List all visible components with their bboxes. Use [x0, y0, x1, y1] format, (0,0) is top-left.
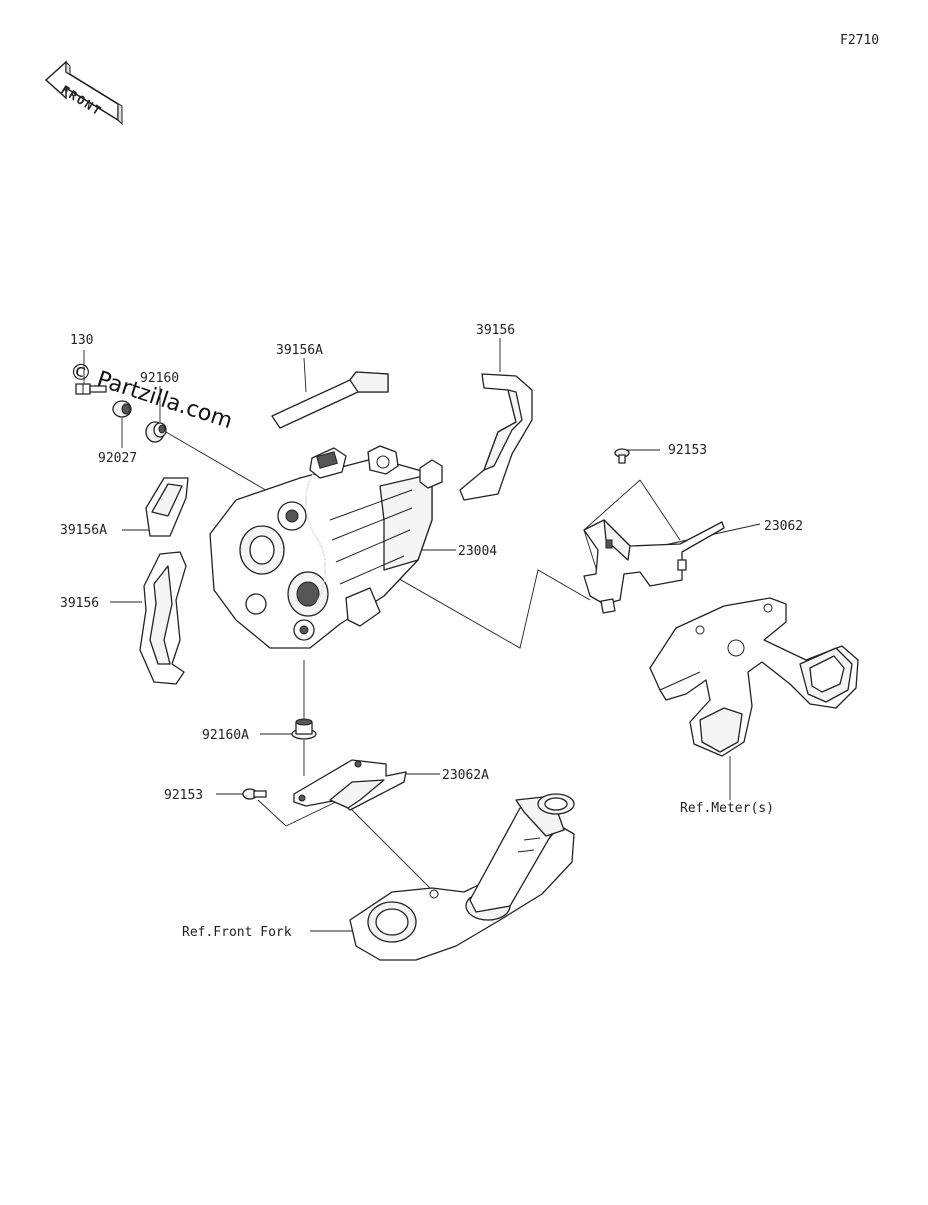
label-92153-left: 92153 [164, 788, 203, 803]
cover-39156a-left [145, 477, 189, 537]
label-ref-meter: Ref.Meter(s) [680, 801, 774, 816]
cover-39156-top [459, 373, 533, 501]
collar-92027-icon [112, 400, 132, 418]
grommet-92160-icon [145, 421, 167, 443]
label-130: 130 [70, 333, 93, 348]
cover-39156a-top [271, 371, 389, 429]
label-23004: 23004 [458, 544, 497, 559]
part-labels: 130 92160 92027 39156A 39156 92153 23062… [60, 323, 803, 940]
label-92160a: 92160A [202, 728, 249, 743]
grommet-92160a-icon [291, 718, 317, 740]
bolt-130-icon [75, 383, 107, 395]
screw-92153-right-icon [614, 448, 630, 464]
front-fork-clamp [349, 793, 575, 961]
label-23062: 23062 [764, 519, 803, 534]
label-39156-top: 39156 [476, 323, 515, 338]
headlight-assembly-23004 [209, 445, 443, 649]
screw-92153-left-icon [242, 788, 267, 800]
label-23062a: 23062A [442, 768, 489, 783]
label-ref-front-fork: Ref.Front Fork [182, 925, 292, 940]
figure-code: F2710 [840, 33, 879, 48]
label-92027: 92027 [98, 451, 137, 466]
cover-39156-left [139, 551, 187, 685]
label-39156-left: 39156 [60, 596, 99, 611]
label-92160: 92160 [140, 371, 179, 386]
bracket-23062 [583, 519, 725, 614]
label-39156a-top: 39156A [276, 343, 323, 358]
bracket-23062a [293, 759, 407, 811]
meter-bracket [649, 597, 859, 757]
front-arrow-icon: FRONT [44, 60, 123, 126]
leader-lines [83, 338, 761, 932]
label-92153-right: 92153 [668, 443, 707, 458]
label-39156a-left: 39156A [60, 523, 107, 538]
